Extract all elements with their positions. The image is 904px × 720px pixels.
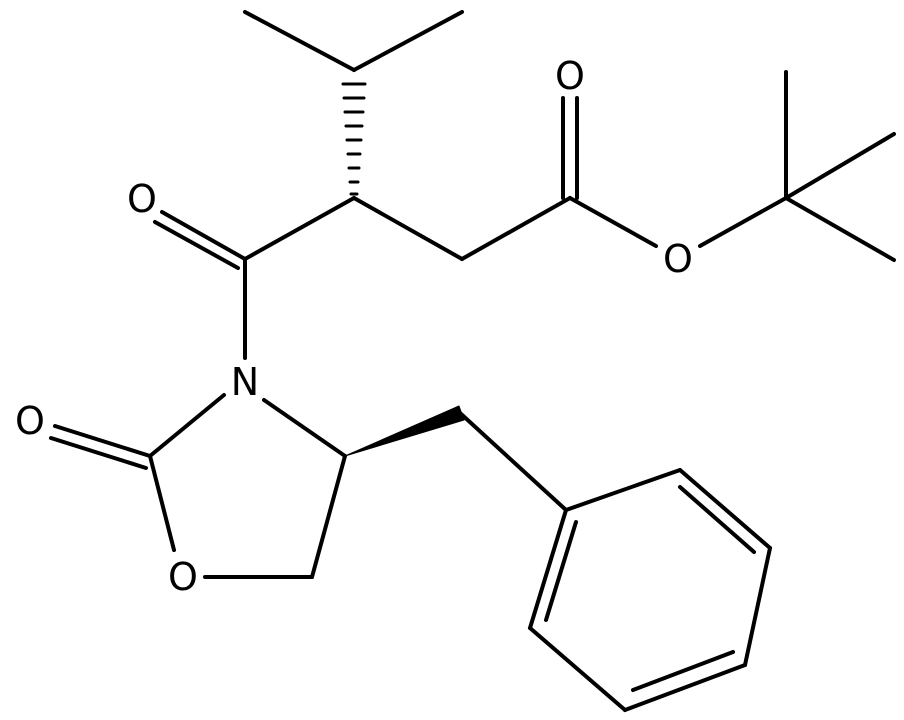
atom-label-ester-oxygen: O (663, 237, 693, 281)
bond-phenyl-inner-1 (678, 485, 756, 554)
bond-ring-ch2-stereocenter (310, 454, 347, 579)
bond-phenyl-3 (743, 546, 772, 667)
atom-label-ring-oxygen: O (168, 555, 198, 599)
bond-phenyl-1 (564, 468, 682, 512)
bond-stereocenter-ch2 (352, 196, 464, 261)
bond-ester-c-o (568, 196, 658, 248)
bond-phenyl-inner-3 (544, 520, 578, 622)
phenyl-ring (528, 468, 772, 712)
bond-o-tbutyl (698, 196, 788, 248)
bond-phenyl-2 (678, 468, 772, 550)
bond-ch2-ester-carbon (460, 196, 572, 261)
bond-benzyl-ch2-phenyl (458, 411, 568, 512)
bond-phenyl-4 (623, 663, 747, 712)
bond-phenyl-inner-2 (631, 650, 735, 692)
atom-label-ester-carbonyl-oxygen: O (555, 54, 585, 98)
bond-acyl-co-double-a (160, 210, 247, 261)
bond-isopropyl-left (243, 10, 356, 72)
bond-tbutyl-methyl-upper-right (784, 132, 896, 200)
bond-tbutyl-methyl-lower-right (784, 196, 896, 262)
atom-label-ring-carbonyl-oxygen: O (15, 399, 45, 443)
bond-phenyl-5 (528, 626, 627, 712)
bond-ring-carbonyl-double-b (49, 436, 148, 470)
bond-acyl-co-double-b (153, 220, 240, 270)
bond-ring-stereocenter-nitrogen (262, 398, 347, 458)
bond-ring-carbonyl-double-a (53, 424, 152, 458)
bond-n-ring-carbonyl-carbon (148, 393, 226, 458)
atom-label-ring-nitrogen: N (231, 360, 259, 404)
solid-wedge-bond-benzyl (344, 405, 465, 457)
bond-phenyl-6 (528, 508, 568, 630)
bond-isopropyl-right (352, 10, 464, 72)
bond-ring-carbonyl-ring-oxygen (148, 454, 176, 552)
hashed-wedge-bond-isopropyl (341, 82, 367, 196)
bond-acyl-stereocenter (243, 196, 356, 261)
atom-label-ketone-oxygen: O (127, 177, 157, 221)
